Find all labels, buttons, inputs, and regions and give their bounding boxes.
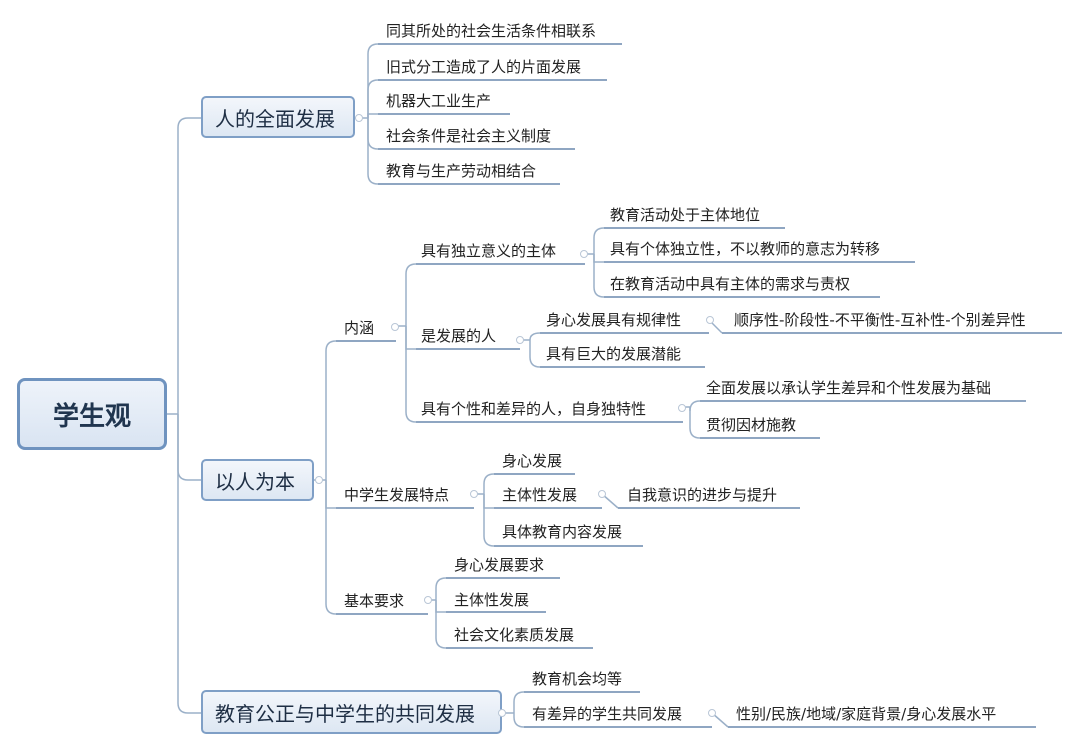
leaf-node: 性别/民族/地域/家庭背景/身心发展水平 <box>736 705 997 723</box>
leaf-node: 身心发展 <box>502 452 563 470</box>
leaf-node: 教育机会均等 <box>532 670 623 688</box>
leaf-node: 身心发展要求 <box>454 556 545 574</box>
leaf-node: 贯彻因材施教 <box>706 416 797 434</box>
leaf-node: 具体教育内容发展 <box>502 523 623 541</box>
leaf-node: 社会条件是社会主义制度 <box>386 127 552 145</box>
leaf-node: 具有个体独立性，不以教师的意志为转移 <box>610 240 881 258</box>
leaf-node: 在教育活动中具有主体的需求与责权 <box>610 275 851 293</box>
topic-node-guilv[interactable]: 身心发展具有规律性 <box>546 311 682 329</box>
collapse-toggle-icon[interactable] <box>498 709 506 717</box>
topic-node-neihan[interactable]: 内涵 <box>344 319 375 337</box>
collapse-toggle-icon[interactable] <box>706 316 714 324</box>
leaf-node: 教育活动处于主体地位 <box>610 206 761 224</box>
collapse-toggle-icon[interactable] <box>516 336 524 344</box>
leaf-node: 社会文化素质发展 <box>454 626 575 644</box>
collapse-toggle-icon[interactable] <box>580 250 588 258</box>
collapse-toggle-icon[interactable] <box>470 490 478 498</box>
leaf-node: 同其所处的社会生活条件相联系 <box>386 22 597 40</box>
collapse-toggle-icon[interactable] <box>708 709 716 717</box>
leaf-node: 全面发展以承认学生差异和个性发展为基础 <box>706 379 992 397</box>
collapse-toggle-icon[interactable] <box>391 323 399 331</box>
topic-node-yaoqiu[interactable]: 基本要求 <box>344 592 405 610</box>
leaf-node: 具有巨大的发展潜能 <box>546 345 682 363</box>
branch-node-yirenweiben[interactable]: 以人为本 <box>201 459 314 501</box>
collapse-toggle-icon[interactable] <box>678 404 686 412</box>
collapse-toggle-icon[interactable] <box>355 114 363 122</box>
collapse-toggle-icon[interactable] <box>424 596 432 604</box>
leaf-node: 旧式分工造成了人的片面发展 <box>386 58 582 76</box>
leaf-node: 顺序性-阶段性-不平衡性-互补性-个别差异性 <box>734 311 1026 329</box>
branch-node-quanmian[interactable]: 人的全面发展 <box>201 96 355 138</box>
leaf-node: 教育与生产劳动相结合 <box>386 162 537 180</box>
topic-node-zhuti[interactable]: 具有独立意义的主体 <box>421 242 557 260</box>
collapse-toggle-icon[interactable] <box>315 476 323 484</box>
collapse-toggle-icon[interactable] <box>598 490 606 498</box>
topic-node-chayi[interactable]: 有差异的学生共同发展 <box>532 705 683 723</box>
topic-node-fazhan[interactable]: 是发展的人 <box>421 327 497 345</box>
topic-node-zhutixing[interactable]: 主体性发展 <box>502 486 578 504</box>
topic-node-gexing[interactable]: 具有个性和差异的人，自身独特性 <box>421 400 647 418</box>
leaf-node: 自我意识的进步与提升 <box>627 486 778 504</box>
leaf-node: 主体性发展 <box>454 591 530 609</box>
topic-node-tedian[interactable]: 中学生发展特点 <box>344 486 450 504</box>
leaf-node: 机器大工业生产 <box>386 92 492 110</box>
root-node[interactable]: 学生观 <box>17 378 167 450</box>
branch-node-gongzheng[interactable]: 教育公正与中学生的共同发展 <box>201 690 502 734</box>
